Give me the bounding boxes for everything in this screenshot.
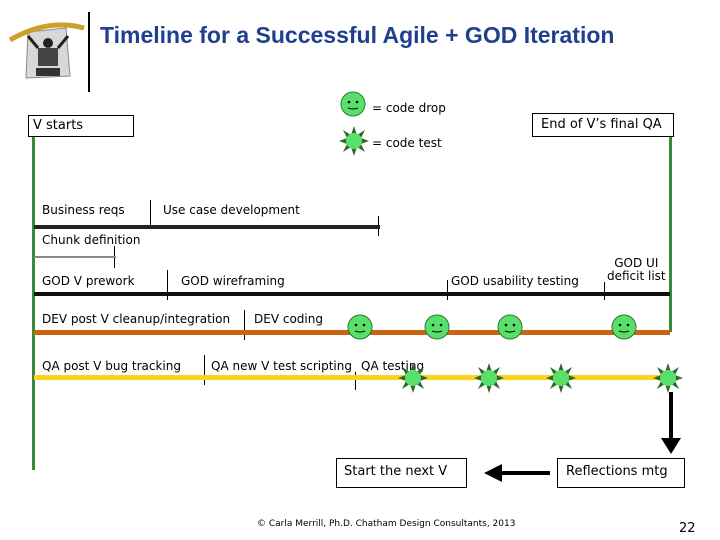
god-usability-start-tick xyxy=(447,280,448,300)
use-case-bar xyxy=(34,225,380,229)
business-reqs-label: Business reqs xyxy=(42,203,125,217)
code-drop-face-icon xyxy=(424,314,450,340)
god-usability-label: GOD usability testing xyxy=(451,274,579,288)
code-drop-face-icon xyxy=(340,91,366,117)
start-next-v-box: Start the next V xyxy=(336,458,467,488)
dev-coding-start-tick xyxy=(244,310,245,340)
code-drop-face-icon xyxy=(497,314,523,340)
god-wireframing-label: GOD wireframing xyxy=(181,274,285,288)
god-bar xyxy=(34,292,670,296)
copyright-footer: © Carla Merrill, Ph.D. Chatham Design Co… xyxy=(257,519,516,529)
code-test-star-icon xyxy=(339,126,369,156)
page-title: Timeline for a Successful Agile + GOD It… xyxy=(100,22,615,48)
left-arrow-shaft xyxy=(500,471,550,475)
dev-coding-label: DEV coding xyxy=(254,312,323,326)
god-deficit-start-tick xyxy=(604,282,605,300)
dev-bar xyxy=(34,330,670,335)
end-final-qa-box: End of V’s final QA xyxy=(532,113,674,137)
qa-post-v-label: QA post V bug tracking xyxy=(42,359,181,373)
left-arrow-icon xyxy=(484,464,502,482)
qa-new-v-start-tick xyxy=(204,355,205,385)
down-arrow-icon xyxy=(661,438,681,454)
legend-code-test-label: = code test xyxy=(372,136,442,150)
logo-graphic xyxy=(8,22,85,79)
chunk-bar xyxy=(34,256,116,258)
end-vertical-line xyxy=(669,137,672,332)
god-ui-deficit-label: GOD UI deficit list xyxy=(607,256,666,283)
qa-testing-label: QA testing xyxy=(361,359,425,373)
qa-new-v-label: QA new V test scripting xyxy=(211,359,352,373)
god-v-prework-label: GOD V prework xyxy=(42,274,135,288)
qa-testing-start-tick xyxy=(355,372,356,390)
god-wireframing-start-tick xyxy=(167,270,168,300)
start-vertical-line xyxy=(32,137,35,470)
legend-code-drop-label: = code drop xyxy=(372,101,446,115)
qa-bar xyxy=(34,375,674,380)
v-starts-box: V starts xyxy=(28,115,134,137)
logo xyxy=(8,18,86,84)
use-case-dev-label: Use case development xyxy=(163,203,300,217)
title-divider xyxy=(88,12,90,92)
use-case-start-tick xyxy=(150,200,151,228)
page-number: 22 xyxy=(679,521,696,536)
code-drop-face-icon xyxy=(347,314,373,340)
code-drop-face-icon xyxy=(611,314,637,340)
dev-post-v-label: DEV post V cleanup/integration xyxy=(42,312,231,326)
chunk-definition-label: Chunk definition xyxy=(42,233,141,247)
end-down-arrow-shaft xyxy=(669,392,673,440)
reflections-mtg-box: Reflections mtg xyxy=(557,458,685,488)
